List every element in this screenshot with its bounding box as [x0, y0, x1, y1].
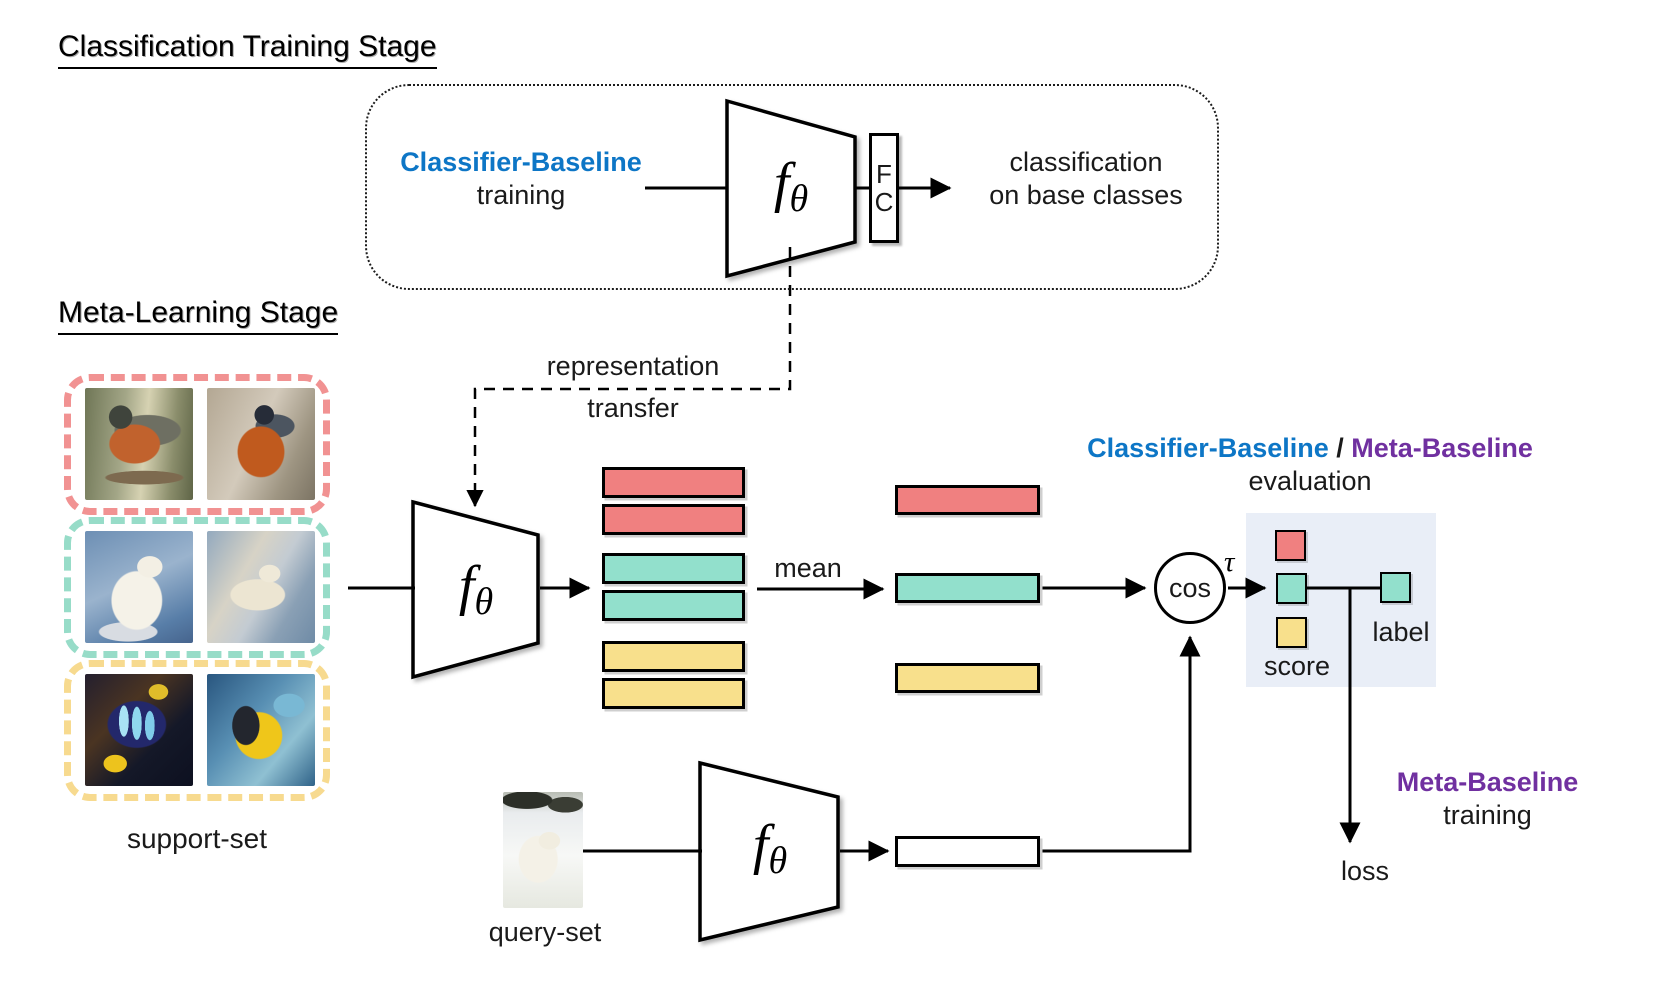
score-square-yellow	[1276, 617, 1307, 648]
feature-bar-teal-2	[602, 590, 745, 621]
classification-stage-outline	[365, 84, 1219, 290]
loss-label: loss	[1340, 856, 1389, 886]
fc-letter-c: C	[874, 187, 894, 217]
query-feature-bar	[895, 836, 1040, 867]
evaluation-title-classifier-baseline: Classifier-Baseline	[1087, 433, 1329, 463]
meta-baseline-name: Meta-Baseline	[1396, 767, 1579, 797]
support-image-fox-1	[85, 531, 193, 643]
meta-baseline-training-label: Meta-Baseline training	[1380, 766, 1595, 832]
cosine-similarity-node: cos	[1154, 552, 1226, 624]
arrow-query-feature-to-cos	[1040, 635, 1201, 853]
classification-output-label: classification on base classes	[989, 147, 1183, 210]
evaluation-title: Classifier-Baseline / Meta-Baseline	[1087, 433, 1533, 463]
evaluation-subtitle: evaluation	[1248, 466, 1372, 496]
arrow-representation-transfer	[466, 247, 792, 508]
encoder-trapezoid-query	[698, 760, 840, 943]
support-class-box-yellow	[64, 660, 330, 801]
meta-learning-stage-title: Meta-Learning Stage	[58, 296, 339, 335]
feature-bar-yellow-1	[602, 641, 745, 672]
encoder-symbol-support: fθ	[458, 555, 494, 623]
representation-transfer-label-bottom: transfer	[587, 393, 679, 423]
feature-bar-red-1	[602, 467, 745, 498]
fc-layer-box: F C	[869, 133, 899, 243]
mean-label: mean	[774, 553, 842, 583]
centroid-bar-red	[895, 485, 1040, 515]
classifier-baseline-training-label: Classifier-Baseline training	[385, 146, 657, 212]
label-square-teal	[1380, 572, 1411, 603]
classification-stage-title: Classification Training Stage	[58, 30, 437, 69]
encoder-symbol-classification: fθ	[773, 152, 809, 220]
fc-letter-f: F	[876, 158, 892, 189]
encoder-symbol-query: fθ	[752, 814, 788, 882]
classifier-baseline-mode: training	[476, 179, 566, 210]
query-image-fox	[503, 792, 583, 908]
feature-bar-teal-1	[602, 553, 745, 584]
encoder-trapezoid-support	[411, 499, 540, 680]
representation-transfer-label-top: representation	[546, 351, 720, 381]
support-image-fox-2	[207, 531, 315, 643]
query-set-label: query-set	[488, 917, 602, 947]
score-label: score	[1263, 651, 1331, 681]
support-image-bird-2	[207, 388, 315, 500]
score-square-red	[1275, 530, 1306, 561]
centroid-bar-yellow	[895, 663, 1040, 693]
evaluation-title-meta-baseline: Meta-Baseline	[1351, 433, 1533, 463]
feature-bar-yellow-2	[602, 678, 745, 709]
feature-bar-red-2	[602, 504, 745, 535]
support-image-fish-1	[85, 674, 193, 786]
support-image-bird-1	[85, 388, 193, 500]
meta-baseline-mode: training	[1443, 799, 1532, 830]
support-class-box-teal	[64, 517, 330, 658]
support-set-label: support-set	[126, 823, 268, 854]
centroid-bar-teal	[895, 573, 1040, 603]
score-square-teal	[1276, 573, 1307, 604]
encoder-trapezoid-classification	[725, 98, 857, 279]
support-image-fish-2	[207, 674, 315, 786]
classifier-baseline-name: Classifier-Baseline	[400, 147, 642, 177]
temperature-tau-label: τ	[1224, 546, 1235, 578]
label-label: label	[1372, 617, 1430, 647]
support-class-box-red	[64, 374, 330, 515]
